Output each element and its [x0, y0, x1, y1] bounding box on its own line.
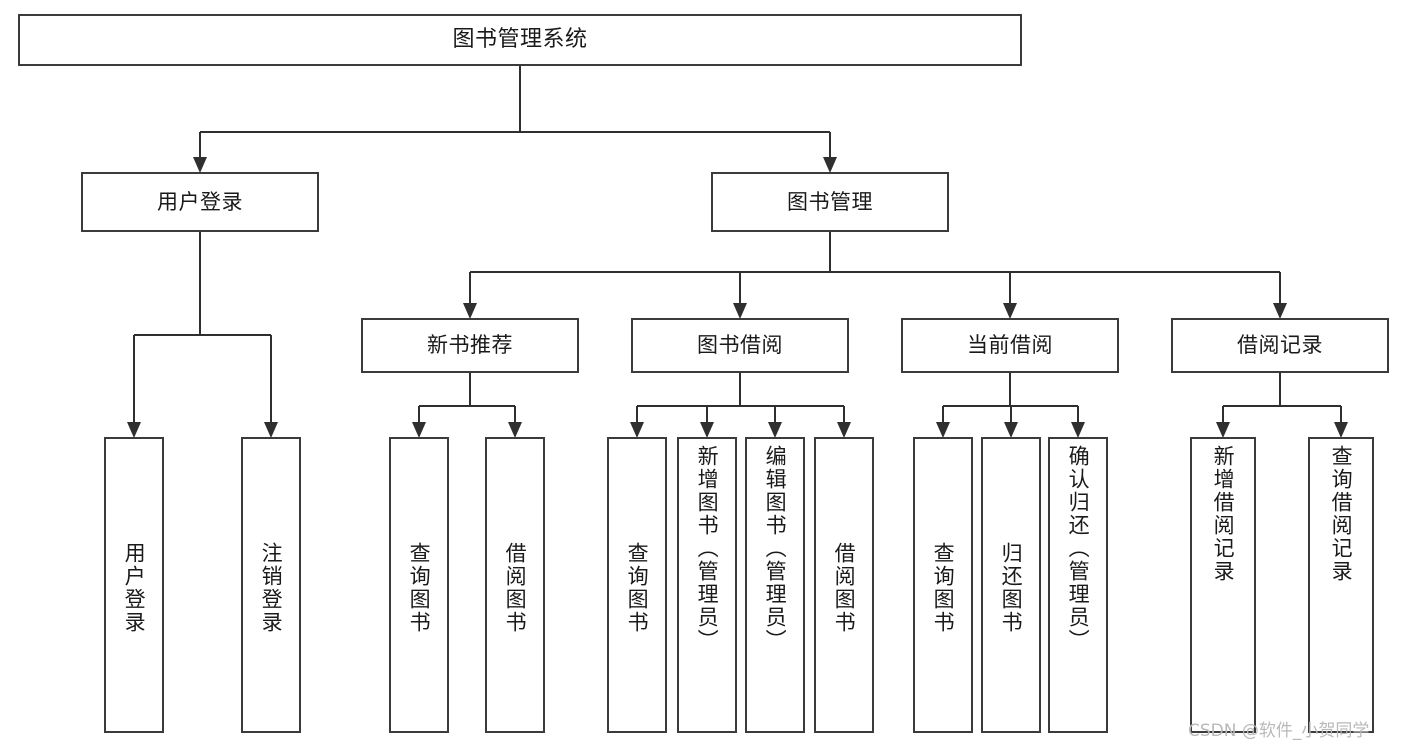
- node-leaf-query-borrow-record[interactable]: 查询借阅记录: [1308, 437, 1374, 733]
- node-label: 确认归还（管理员）: [1066, 445, 1091, 652]
- connector-drop: [132, 335, 136, 422]
- node-label: 图书借阅: [697, 333, 783, 358]
- node-label: 查询图书: [931, 542, 956, 634]
- connector-bus-root: [200, 130, 830, 134]
- node-label: 当前借阅: [967, 333, 1053, 358]
- connector-stem-user-login: [198, 232, 202, 335]
- connector-drop: [1009, 406, 1013, 422]
- node-leaf-query-book-2[interactable]: 查询图书: [607, 437, 667, 733]
- arrow-head-icon: [823, 157, 837, 173]
- node-label: 借阅记录: [1237, 333, 1323, 358]
- node-label: 编辑图书（管理员）: [763, 445, 788, 652]
- connector-bus-borrow-record: [1223, 404, 1341, 408]
- node-label: 图书管理系统: [452, 27, 588, 53]
- node-leaf-edit-book-admin[interactable]: 编辑图书（管理员）: [745, 437, 805, 733]
- connector-bus-book-borrow: [637, 404, 844, 408]
- node-leaf-logout[interactable]: 注销登录: [241, 437, 301, 733]
- node-leaf-borrow-book-1[interactable]: 借阅图书: [485, 437, 545, 733]
- node-label: 查询图书: [625, 542, 650, 634]
- arrow-head-icon: [1273, 303, 1287, 319]
- connector-drop: [773, 406, 777, 422]
- connector-drop: [1076, 406, 1080, 422]
- connector-drop: [842, 406, 846, 422]
- connector-bus-book-manage: [470, 270, 1280, 274]
- arrow-head-icon: [508, 422, 522, 438]
- connector-bus-new-book-recommend: [419, 404, 515, 408]
- node-leaf-query-book-3[interactable]: 查询图书: [913, 437, 973, 733]
- connector-drop: [468, 272, 472, 303]
- node-label: 用户登录: [157, 189, 243, 214]
- arrow-head-icon: [1334, 422, 1348, 438]
- node-label: 借阅图书: [832, 542, 857, 634]
- arrow-head-icon: [837, 422, 851, 438]
- connector-drop: [269, 335, 273, 422]
- node-label: 新增图书（管理员）: [695, 445, 720, 652]
- connector-drop: [705, 406, 709, 422]
- node-leaf-user-login[interactable]: 用户登录: [104, 437, 164, 733]
- arrow-head-icon: [463, 303, 477, 319]
- arrow-head-icon: [768, 422, 782, 438]
- arrow-head-icon: [127, 422, 141, 438]
- csdn-watermark: CSDN @软件_小贺同学: [1188, 721, 1370, 741]
- node-leaf-return-book[interactable]: 归还图书: [981, 437, 1041, 733]
- arrow-head-icon: [936, 422, 950, 438]
- node-leaf-add-book-admin[interactable]: 新增图书（管理员）: [677, 437, 737, 733]
- connector-drop: [738, 272, 742, 303]
- node-leaf-confirm-return-admin[interactable]: 确认归还（管理员）: [1048, 437, 1108, 733]
- node-leaf-borrow-book-2[interactable]: 借阅图书: [814, 437, 874, 733]
- node-label: 查询图书: [407, 542, 432, 634]
- arrow-head-icon: [193, 157, 207, 173]
- arrow-head-icon: [1216, 422, 1230, 438]
- connector-drop: [1339, 406, 1343, 422]
- arrow-head-icon: [733, 303, 747, 319]
- connector-drop: [1278, 272, 1282, 303]
- connector-drop: [1221, 406, 1225, 422]
- connector-drop: [635, 406, 639, 422]
- connector-drop: [1008, 272, 1012, 303]
- arrow-head-icon: [412, 422, 426, 438]
- arrow-head-icon: [264, 422, 278, 438]
- node-root[interactable]: 图书管理系统: [18, 14, 1022, 66]
- connector-stem-borrow-record: [1278, 373, 1282, 406]
- connector-drop: [828, 132, 832, 157]
- connector-stem-current-borrow: [1008, 373, 1012, 406]
- arrow-head-icon: [700, 422, 714, 438]
- node-label: 查询借阅记录: [1329, 445, 1354, 583]
- connector-drop: [941, 406, 945, 422]
- node-current-borrow[interactable]: 当前借阅: [901, 318, 1119, 373]
- node-label: 归还图书: [999, 542, 1024, 634]
- node-book-manage[interactable]: 图书管理: [711, 172, 949, 232]
- connector-stem-new-book-recommend: [468, 373, 472, 406]
- connector-bus-user-login: [134, 333, 271, 337]
- connector-drop: [513, 406, 517, 422]
- arrow-head-icon: [1004, 422, 1018, 438]
- node-label: 新增借阅记录: [1211, 445, 1236, 583]
- connector-stem-book-manage: [828, 232, 832, 272]
- arrow-head-icon: [1003, 303, 1017, 319]
- node-book-borrow[interactable]: 图书借阅: [631, 318, 849, 373]
- connector-stem-book-borrow: [738, 373, 742, 406]
- connector-drop: [417, 406, 421, 422]
- node-borrow-record[interactable]: 借阅记录: [1171, 318, 1389, 373]
- arrow-head-icon: [630, 422, 644, 438]
- node-new-book-recommend[interactable]: 新书推荐: [361, 318, 579, 373]
- node-label: 新书推荐: [427, 333, 513, 358]
- arrow-head-icon: [1071, 422, 1085, 438]
- node-label: 注销登录: [259, 542, 284, 634]
- connector-drop: [198, 132, 202, 157]
- node-label: 借阅图书: [503, 542, 528, 634]
- node-leaf-query-book-1[interactable]: 查询图书: [389, 437, 449, 733]
- node-user-login[interactable]: 用户登录: [81, 172, 319, 232]
- node-label: 用户登录: [122, 542, 147, 634]
- connector-stem-root: [518, 66, 522, 132]
- node-leaf-add-borrow-record[interactable]: 新增借阅记录: [1190, 437, 1256, 733]
- node-label: 图书管理: [787, 189, 873, 214]
